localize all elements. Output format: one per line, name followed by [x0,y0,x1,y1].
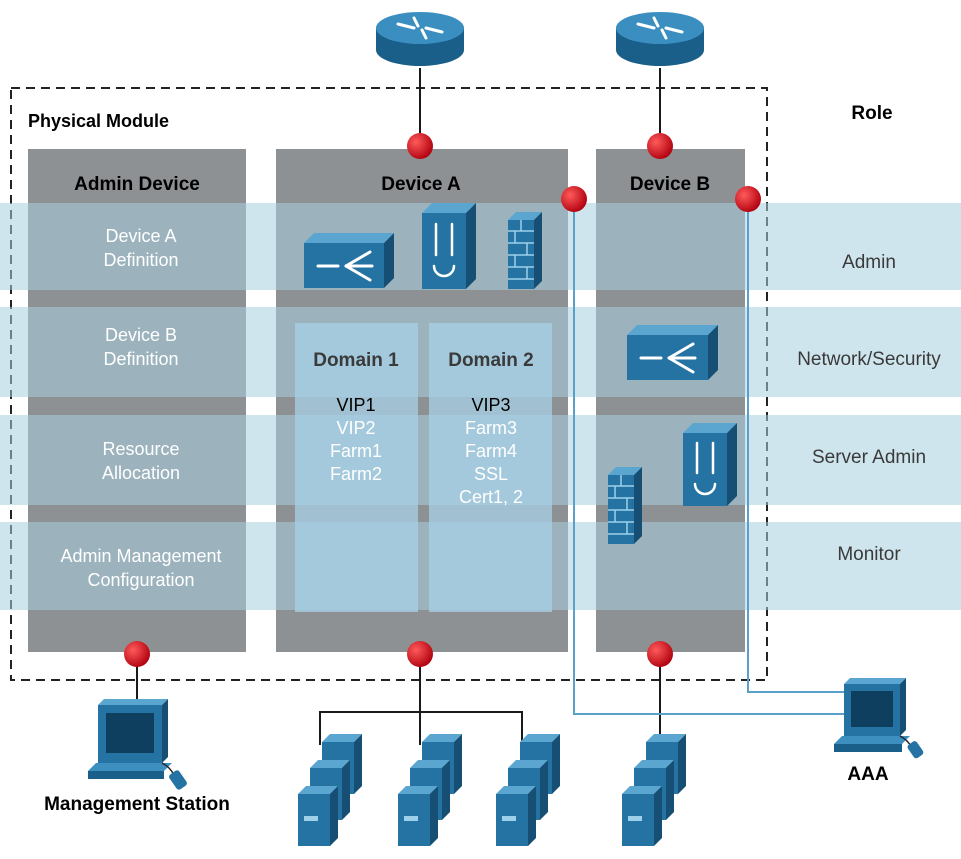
workstation-icon [88,699,187,790]
domain-1-item: VIP1 [336,395,375,415]
domain-2-item: Cert1, 2 [459,487,523,507]
role-monitor: Monitor [837,544,901,565]
switch-icon [627,325,718,380]
firewall-icon [508,212,542,289]
domain-2-item: VIP3 [471,395,510,415]
row-label-line2: Configuration [87,570,194,590]
row-label-line1: Resource [102,439,179,459]
domain-2-item: Farm4 [465,441,517,461]
content-switch-icon [683,423,737,506]
switch-icon [304,233,394,288]
device-b-aaa-port [735,186,761,212]
server-icon [496,786,536,846]
server-group [298,734,686,846]
aaa-label: AAA [847,764,888,785]
role-admin: Admin [842,252,896,273]
domain-1-panel [295,323,418,612]
content-switch-icon [422,203,476,289]
device-b-top-port [647,133,673,159]
role-label: Role [851,103,892,124]
domain-2-item: SSL [474,464,508,484]
connection-lines [136,68,661,748]
role-band-admin [0,203,961,290]
aaa-links [573,200,858,715]
role-network-security: Network/Security [797,349,941,370]
domain-2-panel [429,323,552,612]
device-a-title: Device A [381,174,461,195]
management-station-label: Management Station [44,794,230,815]
device-b-bottom-port [647,641,673,667]
firewall-icon [608,467,642,544]
device-a-aaa-port [561,186,587,212]
router-icon [376,12,464,66]
physical-module-label: Physical Module [28,111,169,131]
domain-1-item: Farm2 [330,464,382,484]
domain-1-item: Farm1 [330,441,382,461]
server-icon [298,786,338,846]
server-icon [398,786,438,846]
role-server-admin: Server Admin [812,447,926,468]
admin-device-bottom-port [124,641,150,667]
server-icon [622,786,662,846]
row-label-line1: Device A [105,226,176,246]
device-a-top-port [407,133,433,159]
row-label-line2: Allocation [102,463,180,483]
domain-2-title: Domain 2 [448,350,534,371]
workstation-icon [834,678,924,759]
domain-1-title: Domain 1 [313,350,399,371]
device-b-title: Device B [630,174,710,195]
row-label-line2: Definition [103,349,178,369]
router-icon [616,12,704,66]
row-label-line2: Definition [103,250,178,270]
domain-1-item: VIP2 [336,418,375,438]
row-label-line1: Admin Management [60,546,221,566]
connection-dots [124,133,761,667]
device-a-bottom-port [407,641,433,667]
domain-2-item: Farm3 [465,418,517,438]
admin-device-title: Admin Device [74,174,200,195]
row-label-line1: Device B [105,325,177,345]
